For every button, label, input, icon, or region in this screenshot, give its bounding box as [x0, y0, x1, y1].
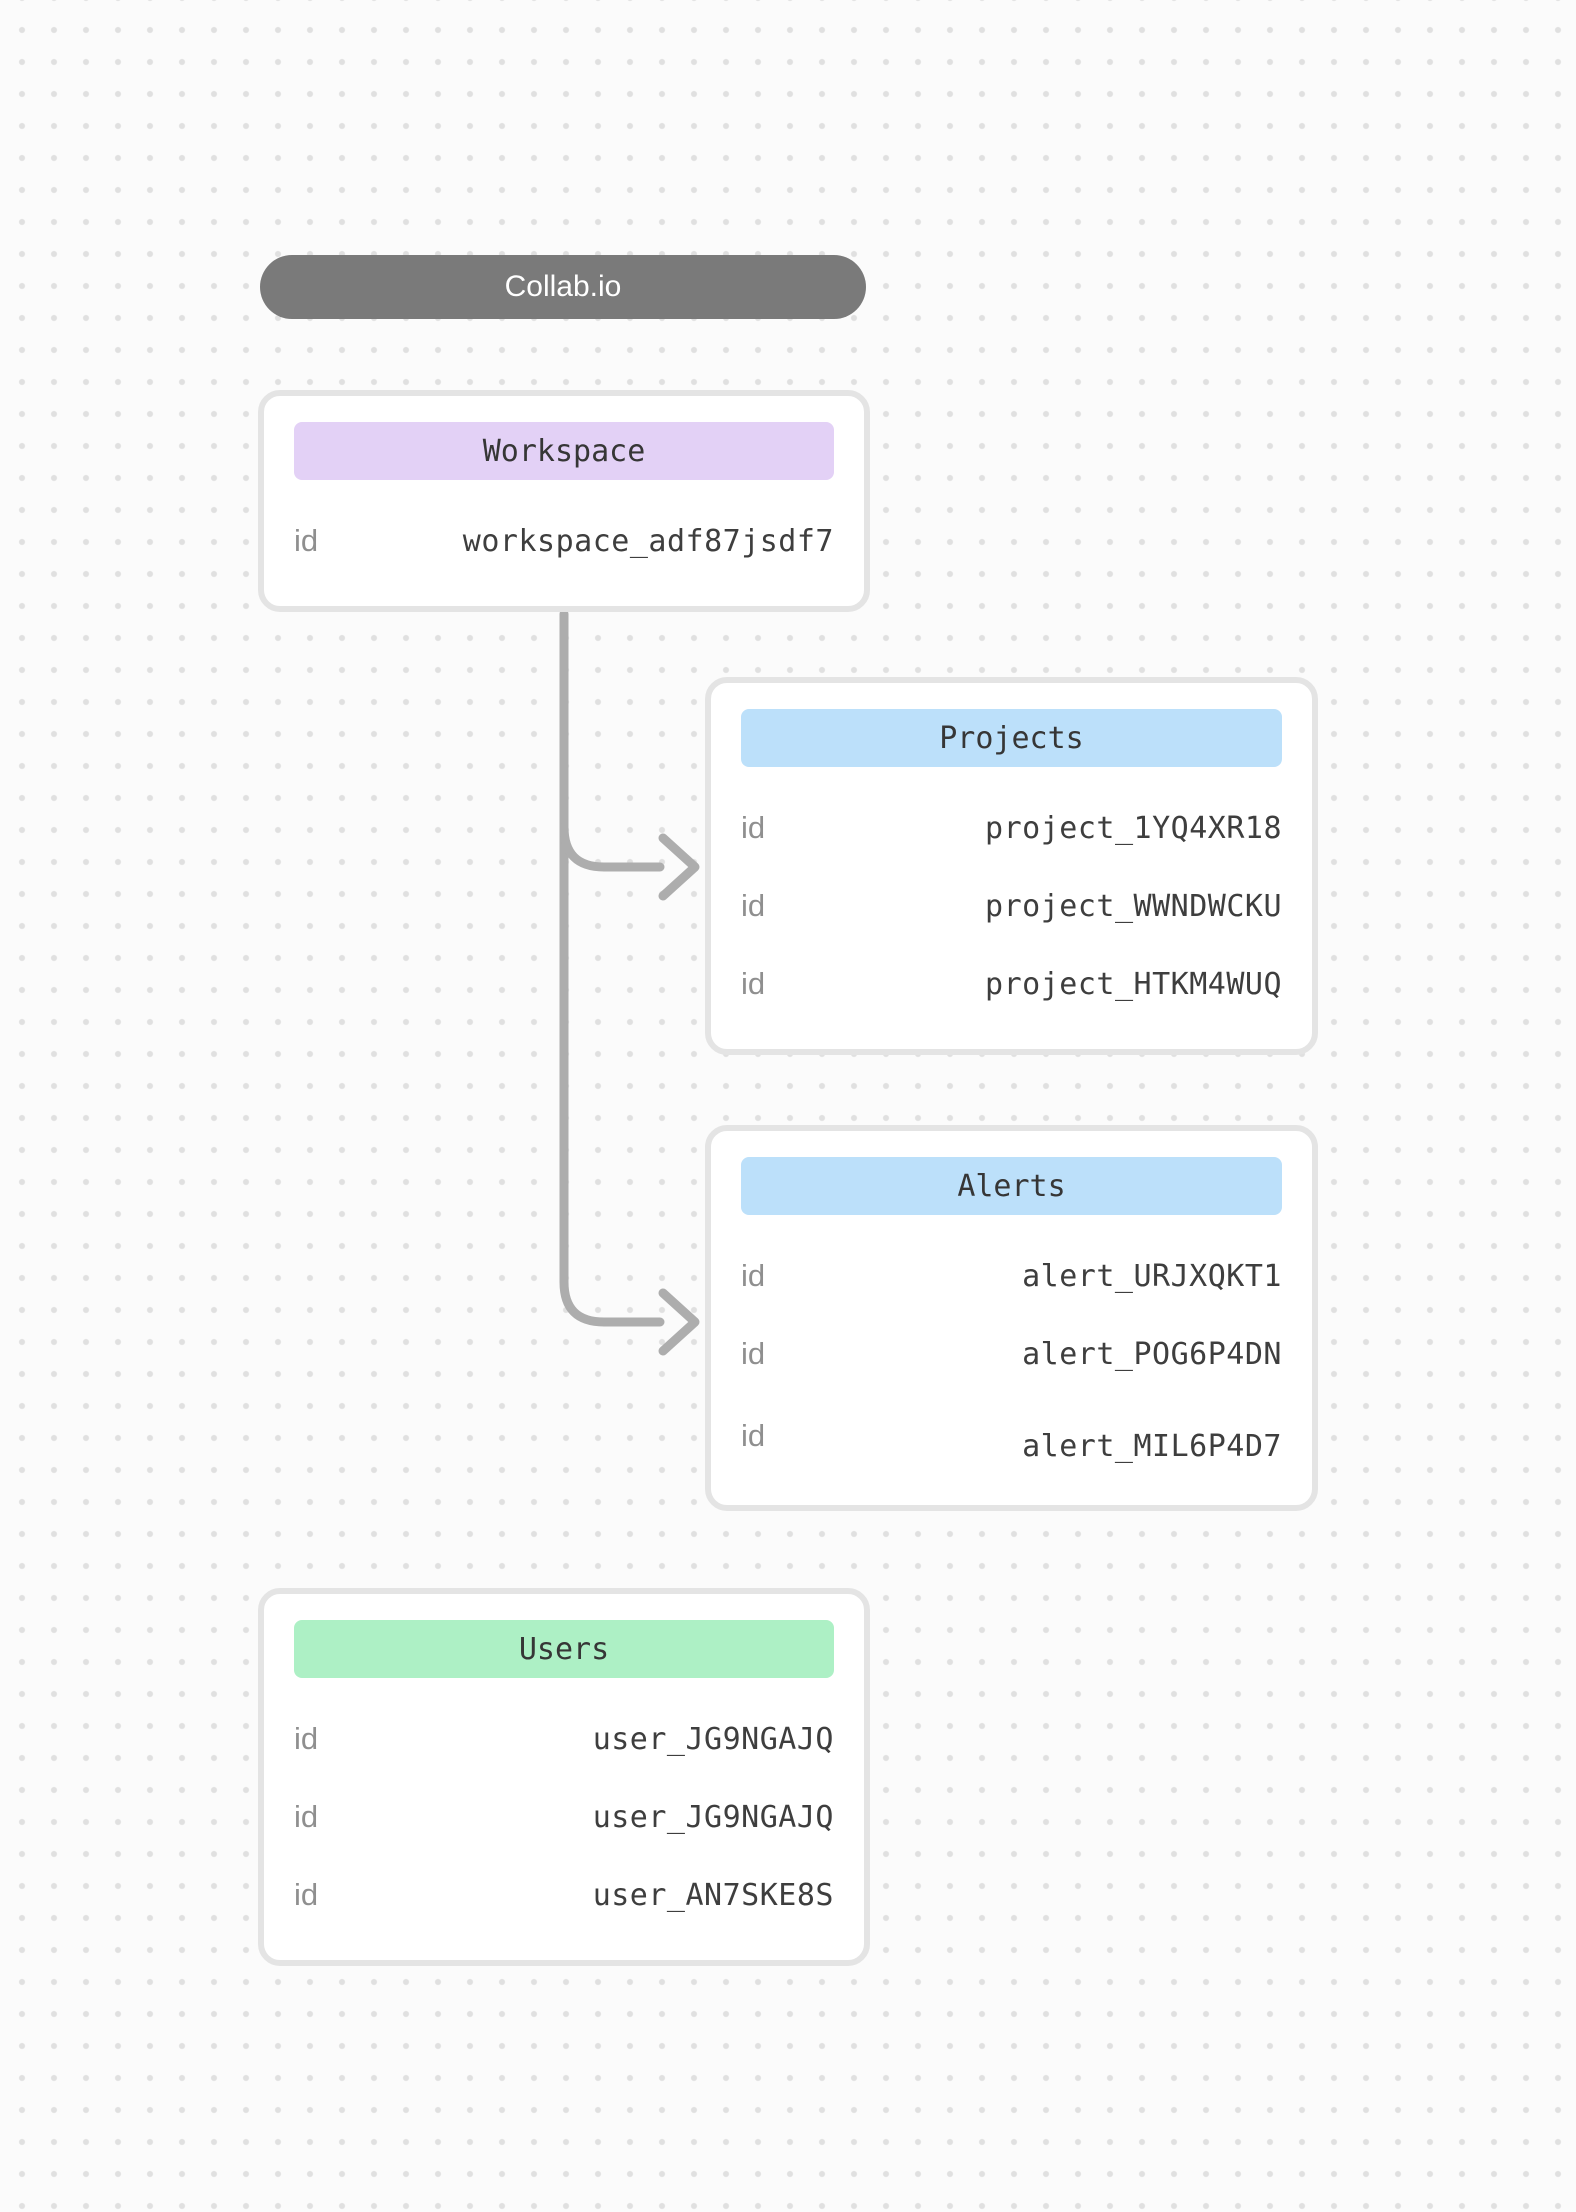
- alerts-card-title: Alerts: [741, 1157, 1282, 1215]
- field-value: project_HTKM4WUQ: [985, 966, 1282, 1002]
- field-value: user_JG9NGAJQ: [592, 1721, 834, 1757]
- field-value: user_AN7SKE8S: [592, 1877, 834, 1913]
- field-key: id: [741, 966, 766, 1001]
- table-row: id project_HTKM4WUQ: [741, 945, 1282, 1023]
- table-row: id user_AN7SKE8S: [294, 1856, 834, 1934]
- table-row: id user_JG9NGAJQ: [294, 1700, 834, 1778]
- field-key: id: [741, 1418, 766, 1453]
- node-workspace[interactable]: Workspace id workspace_adf87jsdf7: [258, 390, 870, 612]
- field-key: id: [741, 1336, 766, 1371]
- field-value: alert_MIL6P4D7: [1022, 1428, 1282, 1464]
- field-value: workspace_adf87jsdf7: [462, 523, 834, 559]
- projects-card-title: Projects: [741, 709, 1282, 767]
- table-row: id project_WWNDWCKU: [741, 867, 1282, 945]
- field-value: alert_POG6P4DN: [1022, 1336, 1282, 1372]
- field-key: id: [294, 523, 319, 558]
- field-key: id: [741, 810, 766, 845]
- app-title-node[interactable]: Collab.io: [260, 255, 866, 319]
- field-key: id: [294, 1877, 319, 1912]
- field-key: id: [741, 1258, 766, 1293]
- field-key: id: [741, 888, 766, 923]
- field-value: user_JG9NGAJQ: [592, 1799, 834, 1835]
- table-row: id alert_MIL6P4D7: [741, 1401, 1282, 1479]
- users-card-title: Users: [294, 1620, 834, 1678]
- field-key: id: [294, 1721, 319, 1756]
- table-row: id alert_URJXQKT1: [741, 1237, 1282, 1315]
- table-row: id workspace_adf87jsdf7: [294, 502, 834, 580]
- arrowhead-alerts-icon: [658, 1288, 700, 1356]
- field-value: project_WWNDWCKU: [985, 888, 1282, 924]
- table-row: id project_1YQ4XR18: [741, 789, 1282, 867]
- node-alerts[interactable]: Alerts id alert_URJXQKT1 id alert_POG6P4…: [705, 1125, 1318, 1511]
- connector-workspace-projects: [559, 822, 665, 872]
- workspace-card-title: Workspace: [294, 422, 834, 480]
- field-value: project_1YQ4XR18: [985, 810, 1282, 846]
- table-row: id user_JG9NGAJQ: [294, 1778, 834, 1856]
- arrowhead-projects-icon: [658, 833, 700, 901]
- connector-workspace-alerts: [559, 609, 665, 1327]
- table-row: id alert_POG6P4DN: [741, 1315, 1282, 1393]
- node-projects[interactable]: Projects id project_1YQ4XR18 id project_…: [705, 677, 1318, 1055]
- node-users[interactable]: Users id user_JG9NGAJQ id user_JG9NGAJQ …: [258, 1588, 870, 1966]
- field-value: alert_URJXQKT1: [1022, 1258, 1282, 1294]
- field-key: id: [294, 1799, 319, 1834]
